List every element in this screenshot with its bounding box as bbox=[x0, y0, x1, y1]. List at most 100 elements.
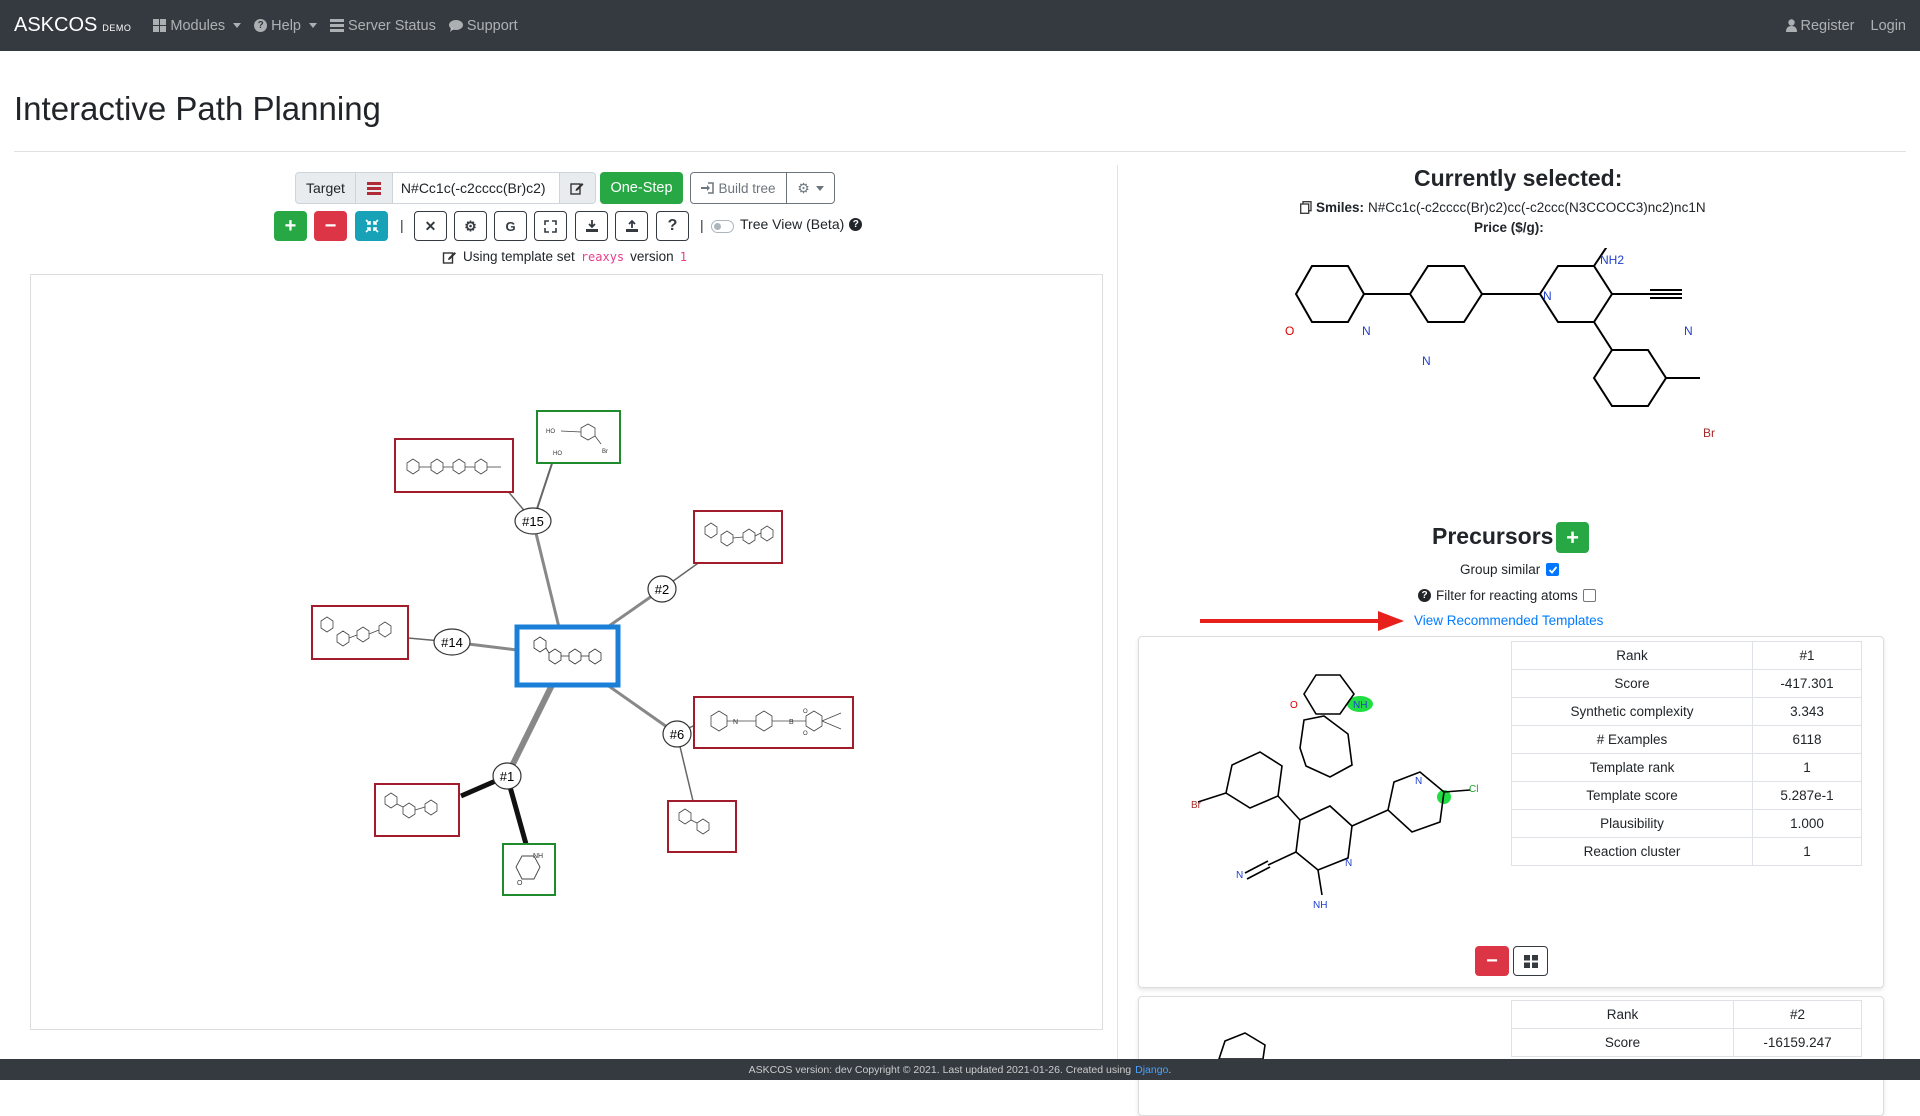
build-tree-button[interactable]: Build tree bbox=[690, 172, 787, 204]
filter-reacting-checkbox[interactable] bbox=[1582, 589, 1596, 602]
django-link[interactable]: Django bbox=[1135, 1063, 1169, 1076]
target-smiles-input[interactable]: N#Cc1c(-c2cccc(Br)c2) bbox=[392, 172, 560, 204]
nav-register-label: Register bbox=[1800, 17, 1855, 34]
nav-register[interactable]: Register bbox=[1785, 17, 1855, 34]
help-button[interactable]: ? bbox=[656, 211, 689, 241]
target-node[interactable] bbox=[514, 624, 621, 688]
stat-value: -417.301 bbox=[1752, 669, 1862, 698]
remove-precursor-button[interactable]: − bbox=[1475, 946, 1509, 976]
add-precursor-button[interactable]: + bbox=[1556, 522, 1589, 553]
stat-label: Template score bbox=[1511, 781, 1753, 810]
nav-help[interactable]: ? Help bbox=[254, 18, 317, 34]
precursor-node[interactable] bbox=[394, 438, 514, 493]
page-title: Interactive Path Planning bbox=[14, 90, 381, 127]
brand-sub: DEMO bbox=[102, 23, 132, 33]
reaction-node-15[interactable]: #15 bbox=[514, 507, 552, 535]
one-step-button[interactable]: One-Step bbox=[600, 172, 683, 204]
group-similar-option: Group similar bbox=[1460, 562, 1560, 577]
brand-logo[interactable]: ASKCOS DEMO bbox=[14, 14, 131, 37]
stat-value: #2 bbox=[1733, 1000, 1862, 1029]
database-button[interactable] bbox=[355, 172, 393, 204]
separator: | bbox=[700, 217, 704, 233]
precursor-structure: O NH Br N Cl N N NH bbox=[1191, 674, 1478, 911]
remove-node-button[interactable]: − bbox=[314, 211, 347, 241]
template-set: reaxys bbox=[580, 249, 625, 264]
svg-text:NH: NH bbox=[533, 853, 543, 860]
stat-label: Reaction cluster bbox=[1511, 837, 1753, 866]
g-button[interactable]: G bbox=[494, 211, 527, 241]
target-input-group: Target N#Cc1c(-c2cccc(Br)c2) bbox=[295, 172, 596, 204]
edit-icon[interactable] bbox=[442, 250, 457, 264]
brand-name[interactable]: ASKCOS bbox=[14, 14, 98, 36]
footer: ASKCOS version: dev Copyright © 2021. La… bbox=[0, 1059, 1920, 1080]
separator: | bbox=[400, 217, 404, 233]
precursor-node[interactable] bbox=[693, 510, 783, 564]
tree-view-toggle[interactable] bbox=[711, 220, 734, 233]
fullscreen-button[interactable] bbox=[534, 211, 567, 241]
divider bbox=[14, 151, 1906, 152]
currently-selected-title: Currently selected: bbox=[1414, 165, 1623, 191]
stat-value: #1 bbox=[1752, 641, 1862, 670]
stat-label: Plausibility bbox=[1511, 809, 1753, 838]
stat-value: -16159.247 bbox=[1733, 1028, 1862, 1057]
caret-down-icon bbox=[309, 23, 317, 28]
add-node-button[interactable]: + bbox=[274, 211, 307, 241]
stat-label: Score bbox=[1511, 669, 1753, 698]
atom-n-label: N bbox=[1684, 324, 1693, 338]
clear-button[interactable]: ✕ bbox=[414, 211, 447, 241]
precursor-node[interactable] bbox=[374, 783, 460, 837]
gear-icon: ⚙ bbox=[797, 179, 810, 196]
nav-modules-label: Modules bbox=[170, 17, 226, 34]
upload-button[interactable] bbox=[615, 211, 648, 241]
question-circle-icon[interactable]: ? bbox=[1418, 589, 1431, 602]
atom-n-label: N bbox=[1362, 324, 1371, 338]
compress-icon bbox=[364, 219, 379, 233]
caret-down-icon bbox=[815, 185, 824, 191]
precursor-node[interactable] bbox=[667, 800, 737, 853]
nav-login[interactable]: Login bbox=[1871, 18, 1906, 34]
settings-dropdown-button[interactable]: ⚙ bbox=[786, 172, 835, 204]
target-label: Target bbox=[295, 172, 356, 204]
nav-modules[interactable]: Modules bbox=[153, 17, 242, 34]
reaction-node-2[interactable]: #2 bbox=[647, 575, 677, 603]
edit-target-button[interactable] bbox=[559, 172, 596, 204]
stat-value: 3.343 bbox=[1752, 697, 1862, 726]
reactant-node-buyable[interactable]: NHO bbox=[502, 843, 556, 896]
smiles-label: Smiles: bbox=[1316, 200, 1365, 215]
nav-support[interactable]: Support bbox=[448, 18, 518, 34]
svg-text:O: O bbox=[1290, 700, 1298, 711]
svg-text:Br: Br bbox=[602, 449, 608, 455]
view-recommended-templates-link[interactable]: View Recommended Templates bbox=[1414, 613, 1604, 628]
stat-label: # Examples bbox=[1511, 725, 1753, 754]
stat-value: 1.000 bbox=[1752, 809, 1862, 838]
download-icon bbox=[585, 220, 598, 232]
nav-server-status[interactable]: Server Status bbox=[330, 18, 436, 34]
download-button[interactable] bbox=[575, 211, 608, 241]
group-similar-checkbox[interactable] bbox=[1546, 563, 1560, 576]
precursor-node[interactable] bbox=[311, 605, 409, 660]
reaction-node-6[interactable]: #6 bbox=[662, 720, 692, 748]
reaction-node-label: #15 bbox=[522, 514, 544, 529]
grid-icon bbox=[153, 19, 167, 32]
tree-view-label-group: Tree View (Beta) ? bbox=[740, 216, 863, 232]
copy-icon[interactable] bbox=[1300, 201, 1312, 214]
atom-n-label: N bbox=[1543, 289, 1552, 303]
atom-br-label: Br bbox=[1703, 426, 1715, 440]
collapse-button[interactable] bbox=[355, 211, 388, 241]
selected-molecule-structure: O N N N NH2 N Br bbox=[1285, 248, 1715, 440]
reaction-node-14[interactable]: #14 bbox=[433, 628, 471, 656]
footer-text: ASKCOS version: dev Copyright © 2021. La… bbox=[748, 1063, 1132, 1076]
settings-button[interactable]: ⚙ bbox=[454, 211, 487, 241]
reaction-node-1[interactable]: #1 bbox=[492, 762, 522, 790]
stat-value: 6118 bbox=[1752, 725, 1862, 754]
view-grid-button[interactable] bbox=[1513, 946, 1548, 976]
stat-value: 1 bbox=[1752, 753, 1862, 782]
question-circle-icon[interactable]: ? bbox=[849, 217, 863, 231]
